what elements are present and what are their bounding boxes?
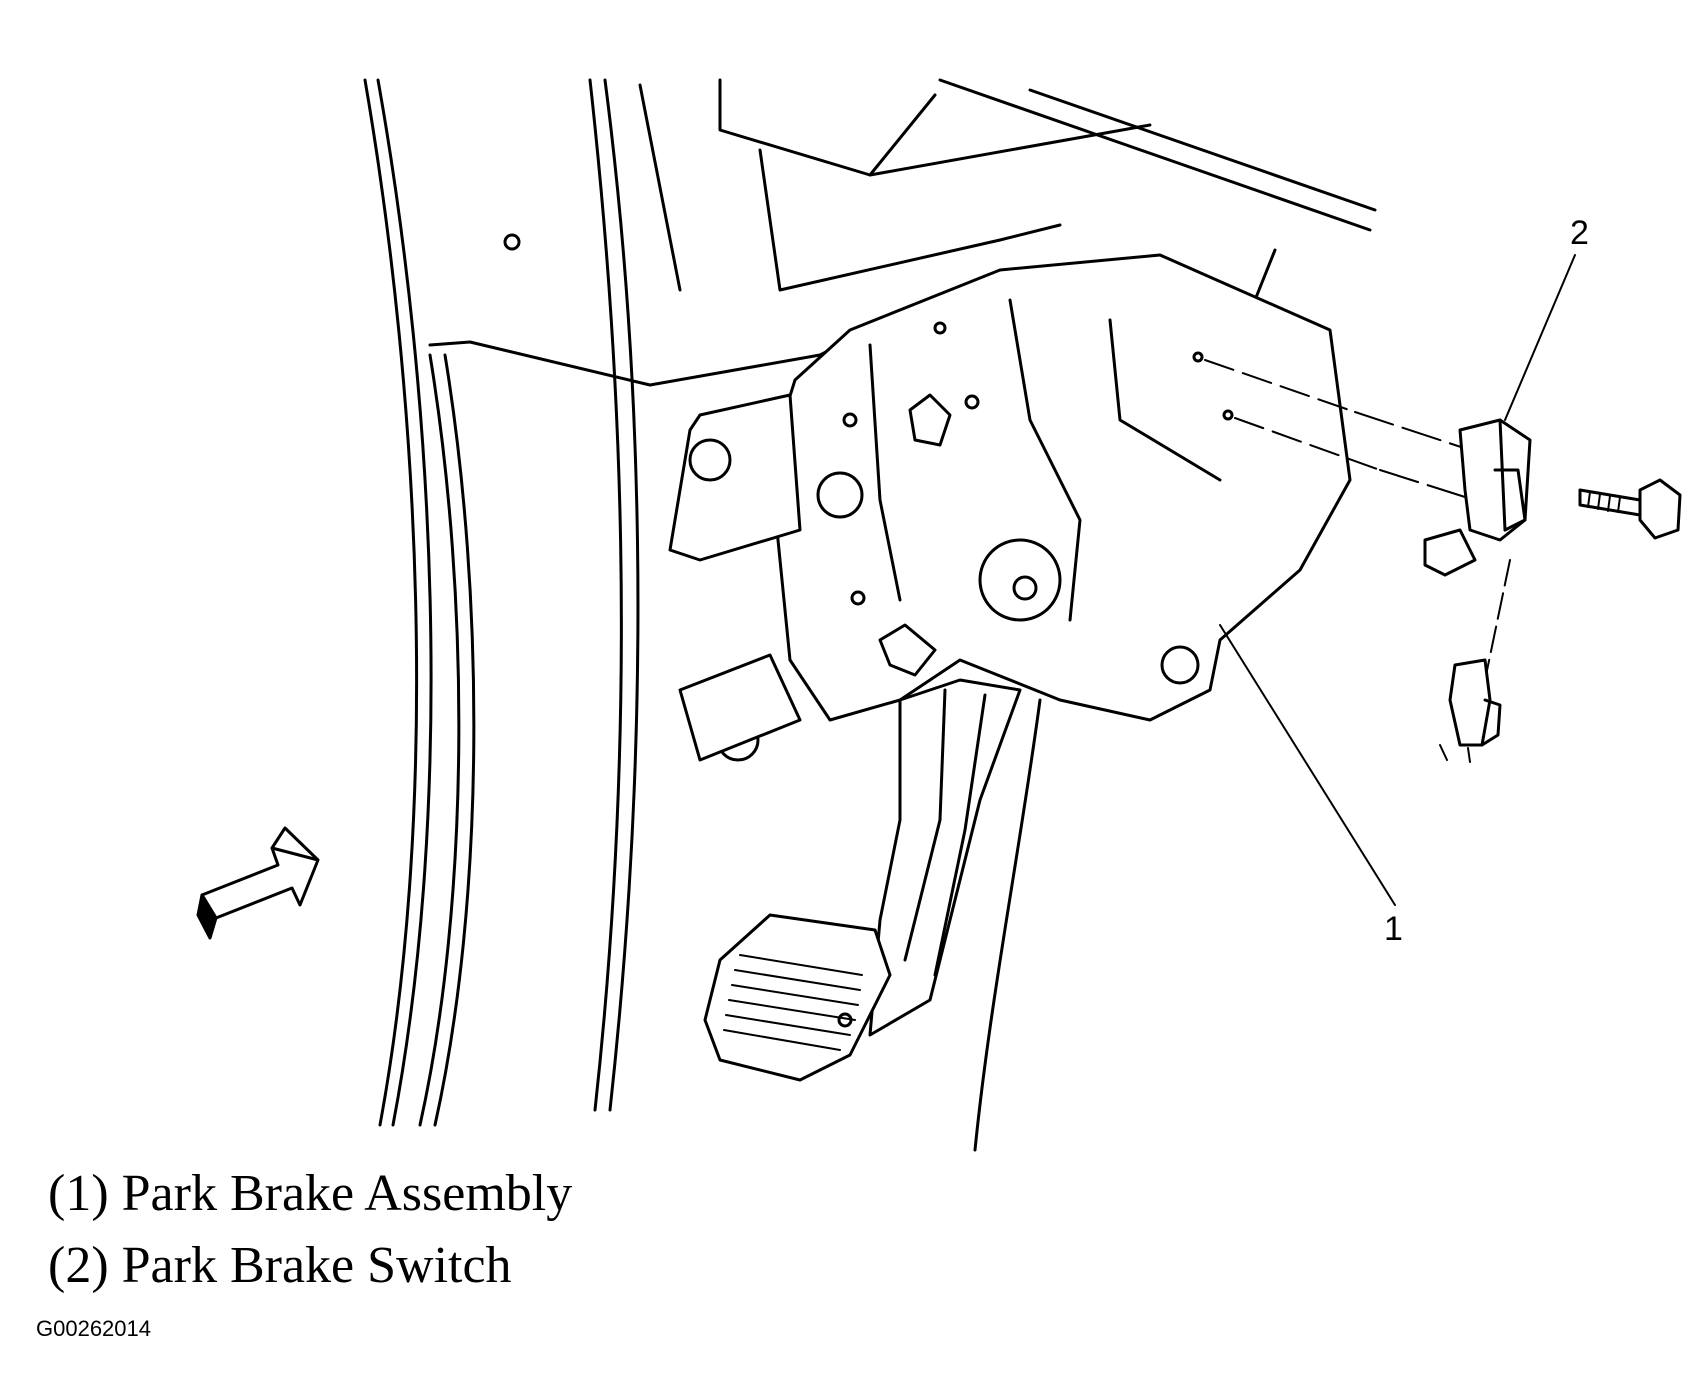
- figure-id: G00262014: [36, 1316, 151, 1341]
- body-panel-lines: [363, 78, 872, 1127]
- leader-lines: [1219, 254, 1576, 906]
- park-brake-switch: [1192, 351, 1682, 763]
- view-direction-arrow-icon: [196, 826, 320, 940]
- legend-item-park-brake-switch: (2) Park Brake Switch: [48, 1237, 512, 1294]
- park-brake-assembly: [668, 253, 1352, 762]
- callout-number-2: 2: [1570, 214, 1589, 252]
- dash-panel: [638, 78, 1377, 302]
- callout-number-1: 1: [1384, 910, 1403, 948]
- legend: (1) Park Brake Assembly (2) Park Brake S…: [48, 1158, 572, 1302]
- pedal-arm: [703, 678, 1042, 1152]
- legend-item-park-brake-assembly: (1) Park Brake Assembly: [48, 1165, 573, 1222]
